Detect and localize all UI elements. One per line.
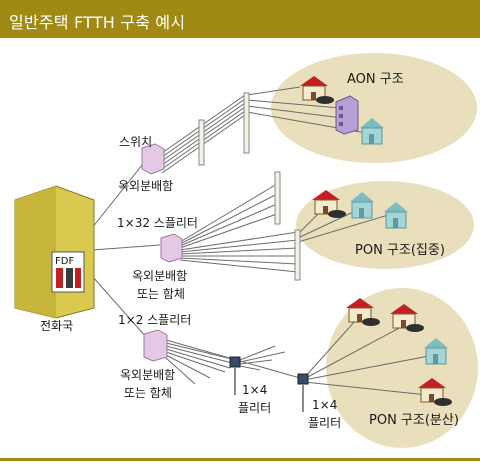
pole-icon xyxy=(243,92,250,154)
outdoor-cabinet-2-label: 옥외분배함 xyxy=(132,269,188,283)
house-icon xyxy=(360,118,384,145)
house-icon xyxy=(390,304,424,332)
outdoor-cabinet-2-sublabel: 또는 함체 xyxy=(137,287,185,301)
aon-label: AON 구조 xyxy=(347,72,404,87)
splitter-1x4-b-sublabel: 플리터 xyxy=(308,416,342,430)
diagram-title: 일반주택 FTTH 구축 예시 xyxy=(9,13,186,32)
house-icon xyxy=(350,192,374,219)
splitter-1x4-a-label: 1×4 xyxy=(242,383,268,397)
house-icon xyxy=(312,190,346,218)
pon-distributed-label: PON 구조(분산) xyxy=(369,413,459,428)
outdoor-cabinet-3-sublabel: 또는 함체 xyxy=(124,386,172,400)
splitter-icon xyxy=(297,373,309,412)
splitter-1x4-b-label: 1×4 xyxy=(312,398,338,412)
poles xyxy=(198,92,301,281)
pon-concentrated-label: PON 구조(집중) xyxy=(355,243,445,258)
house-icon xyxy=(418,378,452,406)
apartment-icon xyxy=(335,95,359,135)
switch-label: 스위치 xyxy=(119,135,153,149)
house-icon xyxy=(424,338,448,365)
house-icon xyxy=(346,298,380,326)
building-icon xyxy=(14,185,95,319)
cabinet-icon xyxy=(143,329,168,362)
pon-concentrated-zone xyxy=(296,181,474,269)
central-office-label: 전화국 xyxy=(40,319,74,333)
house-icon xyxy=(300,76,334,104)
aon-zone xyxy=(271,53,477,163)
pon-distributed-zone xyxy=(326,288,478,448)
cabinet-icon xyxy=(160,233,183,263)
cabinet-icon xyxy=(141,143,165,175)
fdf-label: FDF xyxy=(55,256,75,267)
pole-icon xyxy=(294,229,301,281)
bottom-rule xyxy=(0,458,480,461)
pole-icon xyxy=(198,119,205,166)
splitter-icon xyxy=(229,356,241,395)
pole-icon xyxy=(274,171,281,225)
splitter-1x2-label: 1×2 스플리터 xyxy=(118,313,192,327)
splitter-1x4-a-sublabel: 플리터 xyxy=(238,401,272,415)
title-bar: 일반주택 FTTH 구축 예시 xyxy=(0,0,480,38)
house-icon xyxy=(384,202,408,229)
outdoor-cabinet-1-label: 옥외분배함 xyxy=(118,179,174,193)
outdoor-cabinet-3-label: 옥외분배함 xyxy=(120,368,176,382)
splitter-1x32-label: 1×32 스플리터 xyxy=(117,216,198,230)
